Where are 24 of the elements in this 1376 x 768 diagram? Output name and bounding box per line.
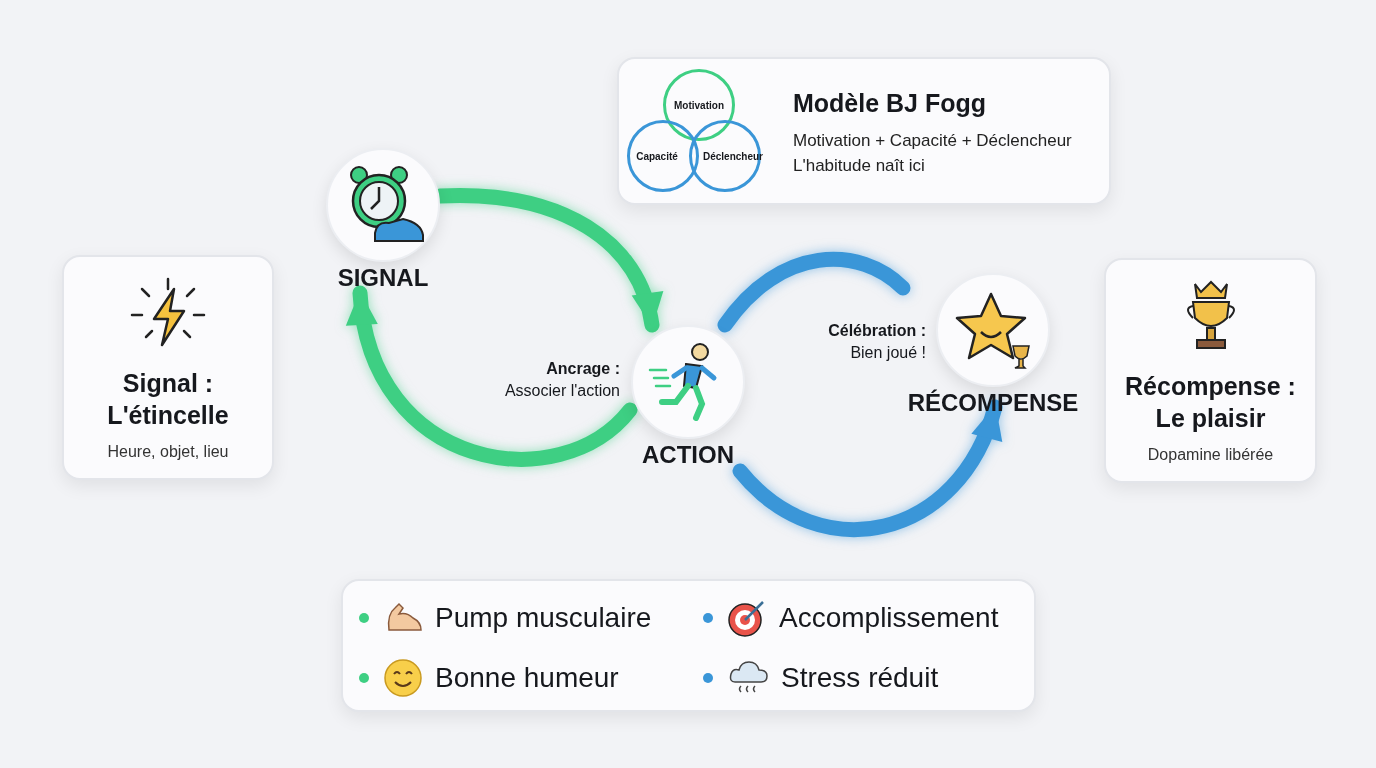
info-card bbox=[62, 255, 274, 480]
benefit-text: Stress réduit bbox=[781, 662, 939, 694]
model-card bbox=[617, 57, 1111, 205]
card-text: Motivation + Capacité + Déclencheur bbox=[793, 130, 1072, 152]
card-subtitle: Dopamine libérée bbox=[1147, 446, 1274, 464]
annotation-text: Ancrage : Associer l'action bbox=[503, 359, 620, 401]
curved-arrow bbox=[732, 399, 1003, 537]
card-title: Signal : L'étincelle bbox=[106, 368, 230, 431]
benefits-panel bbox=[341, 579, 1036, 712]
stage-label: RÉCOMPENSE bbox=[907, 389, 1079, 417]
venn-circle: Capacité bbox=[627, 120, 699, 192]
annotation-text: Célébration : Bien joué ! bbox=[827, 321, 926, 363]
stage-label: ACTION bbox=[642, 441, 734, 469]
benefit-text: Accomplissement bbox=[779, 602, 999, 634]
benefit-text: Pump musculaire bbox=[435, 602, 652, 634]
card-subtitle: Heure, objet, lieu bbox=[107, 443, 229, 461]
card-title: Récompense : Le plaisir bbox=[1124, 371, 1297, 434]
venn-circle: Motivation bbox=[663, 69, 735, 141]
card-title: Modèle BJ Fogg bbox=[793, 89, 988, 118]
benefit-text: Bonne humeur bbox=[435, 662, 619, 694]
card-text: L'habitude naît ici bbox=[793, 155, 926, 177]
curved-arrow bbox=[348, 285, 638, 467]
stage-label: SIGNAL bbox=[337, 264, 429, 292]
info-card bbox=[1104, 258, 1317, 483]
